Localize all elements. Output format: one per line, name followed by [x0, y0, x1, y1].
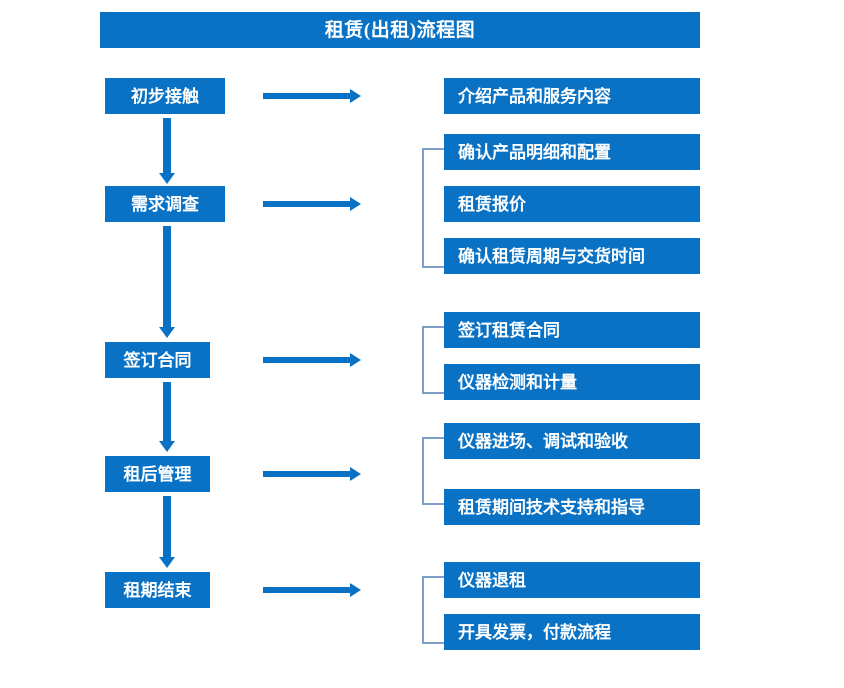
arrow-head: [159, 173, 175, 184]
detail-box-8[interactable]: 租赁期间技术支持和指导: [444, 489, 700, 525]
detail-box-9[interactable]: 仪器退租: [444, 562, 700, 598]
arrow-shaft: [263, 587, 351, 593]
detail-box-3[interactable]: 租赁报价: [444, 186, 700, 222]
arrow-shaft: [263, 357, 351, 363]
stage-box-3[interactable]: 签订合同: [105, 342, 210, 378]
stage-label-3: 签订合同: [123, 350, 192, 370]
stage-box-5[interactable]: 租期结束: [105, 572, 210, 608]
detail-label-2: 确认产品明细和配置: [458, 142, 611, 162]
arrow-head: [350, 353, 361, 367]
arrow-head: [159, 327, 175, 338]
flow-down-arrow-3: [159, 382, 175, 452]
flow-down-arrow-2: [159, 226, 175, 338]
arrow-shaft: [163, 496, 171, 557]
arrow-head: [159, 557, 175, 568]
detail-box-5[interactable]: 签订租赁合同: [444, 312, 700, 348]
flow-down-arrow-4: [159, 496, 175, 568]
arrow-shaft: [163, 118, 171, 173]
stage-label-1: 初步接触: [131, 86, 199, 106]
arrow-shaft: [163, 382, 171, 441]
stage-label-4: 租后管理: [123, 464, 192, 484]
flow-right-arrow-5: [263, 582, 361, 598]
detail-label-1: 介绍产品和服务内容: [458, 86, 611, 106]
group-bracket-5: [422, 576, 444, 644]
arrow-head: [350, 89, 361, 103]
detail-label-5: 签订租赁合同: [458, 320, 560, 340]
detail-box-7[interactable]: 仪器进场、调试和验收: [444, 423, 700, 459]
detail-box-1[interactable]: 介绍产品和服务内容: [444, 78, 700, 114]
detail-label-8: 租赁期间技术支持和指导: [458, 497, 645, 517]
arrow-shaft: [163, 226, 171, 327]
group-bracket-2: [422, 148, 444, 268]
arrow-head: [350, 197, 361, 211]
detail-label-6: 仪器检测和计量: [458, 372, 577, 392]
detail-label-7: 仪器进场、调试和验收: [458, 431, 628, 451]
flow-right-arrow-4: [263, 466, 361, 482]
arrow-head: [350, 583, 361, 597]
detail-label-10: 开具发票，付款流程: [458, 622, 611, 642]
flow-right-arrow-1: [263, 88, 361, 104]
flow-right-arrow-2: [263, 196, 361, 212]
detail-box-10[interactable]: 开具发票，付款流程: [444, 614, 700, 650]
flow-right-arrow-3: [263, 352, 361, 368]
detail-label-9: 仪器退租: [458, 570, 526, 590]
detail-label-3: 租赁报价: [458, 194, 526, 214]
arrow-head: [159, 441, 175, 452]
stage-label-5: 租期结束: [123, 580, 192, 600]
flowchart-title-banner: 租赁(出租)流程图: [100, 12, 700, 48]
arrow-shaft: [263, 471, 351, 477]
arrow-head: [350, 467, 361, 481]
flow-down-arrow-1: [159, 118, 175, 184]
detail-box-2[interactable]: 确认产品明细和配置: [444, 134, 700, 170]
group-bracket-3: [422, 326, 444, 394]
detail-box-6[interactable]: 仪器检测和计量: [444, 364, 700, 400]
arrow-shaft: [263, 93, 351, 99]
arrow-shaft: [263, 201, 351, 207]
stage-label-2: 需求调查: [131, 194, 199, 214]
detail-box-4[interactable]: 确认租赁周期与交货时间: [444, 238, 700, 274]
page-title: 租赁(出租)流程图: [324, 19, 476, 41]
stage-box-4[interactable]: 租后管理: [105, 456, 210, 492]
stage-box-2[interactable]: 需求调查: [105, 186, 225, 222]
detail-label-4: 确认租赁周期与交货时间: [458, 246, 645, 266]
group-bracket-4: [422, 437, 444, 505]
stage-box-1[interactable]: 初步接触: [105, 78, 225, 114]
